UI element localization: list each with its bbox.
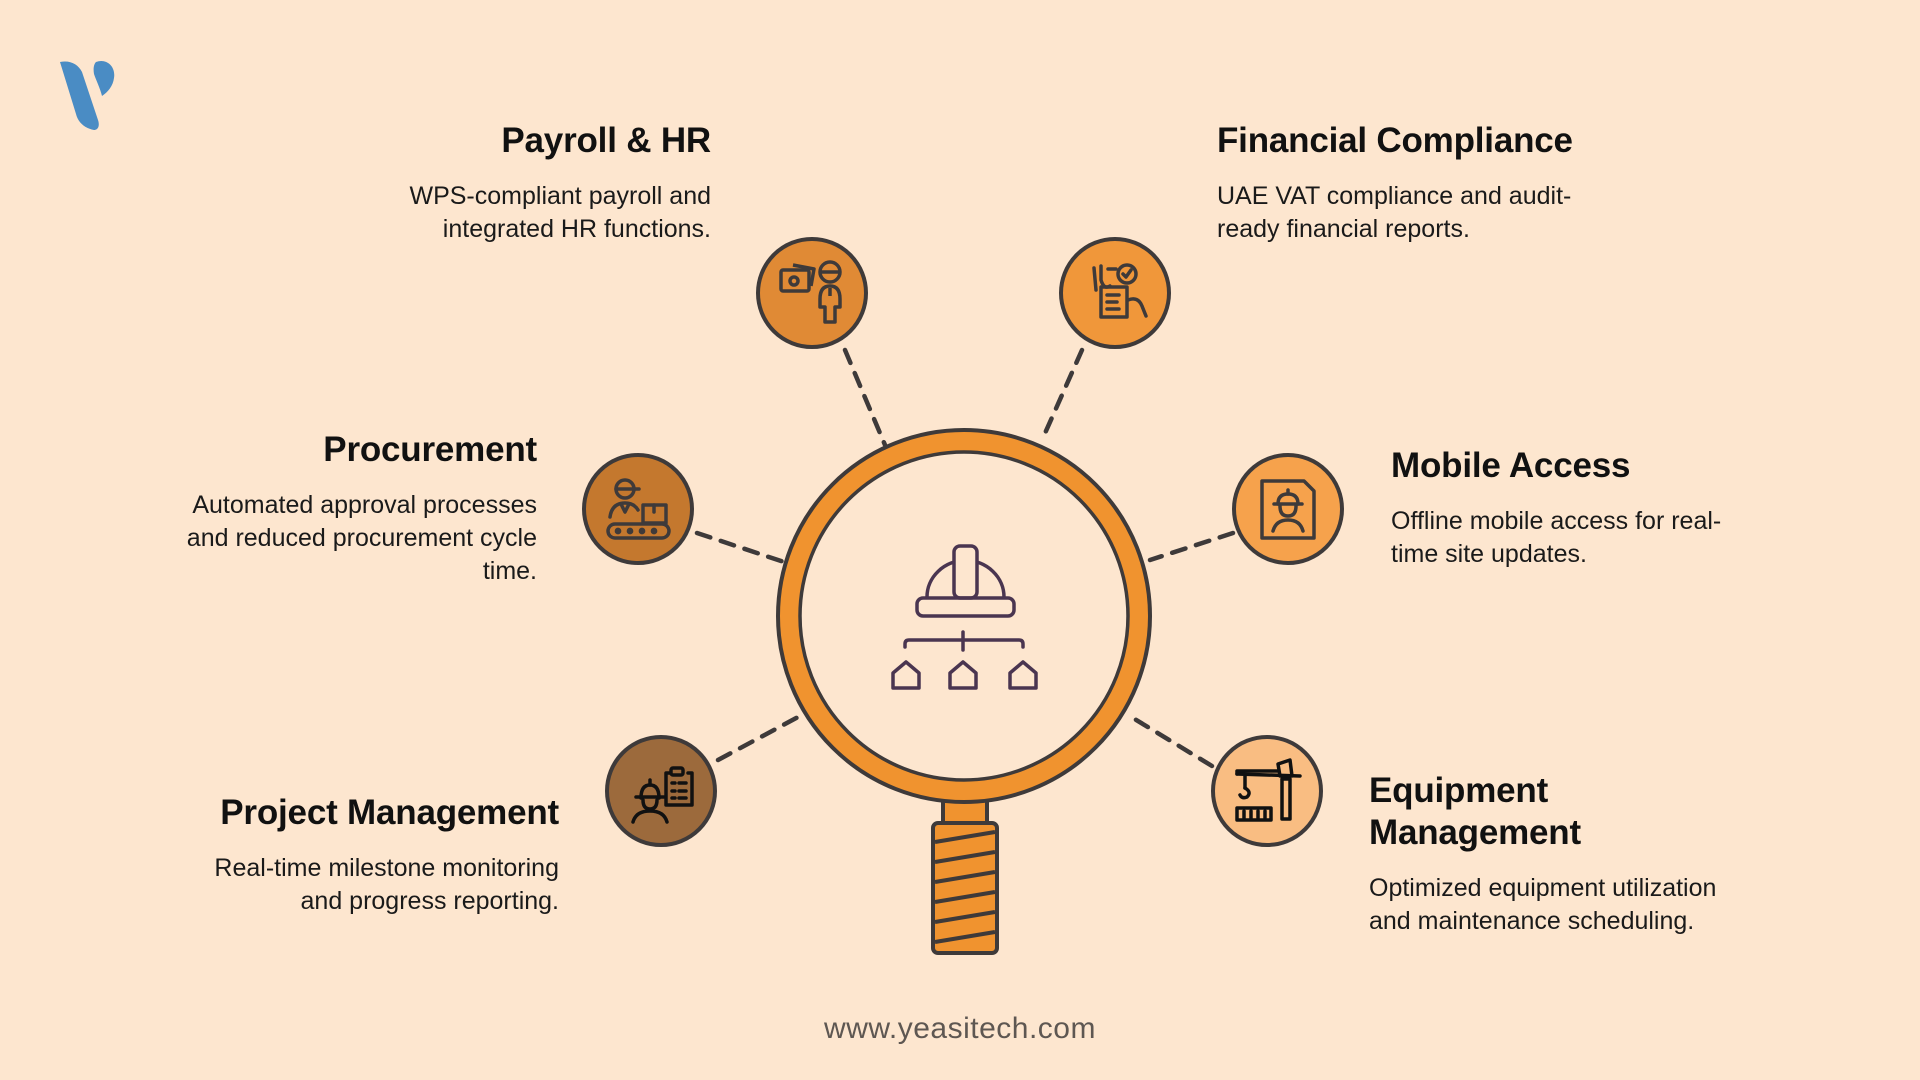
document-checklist-hands-icon <box>1092 263 1148 319</box>
feature-equipment-management: Equipment Management Optimized equipment… <box>1369 770 1829 938</box>
feature-title: Equipment Management <box>1369 771 1581 852</box>
connector-lines <box>694 347 1236 769</box>
connector-mobile <box>1147 530 1236 563</box>
financial-compliance-icon-circle <box>1059 237 1171 349</box>
procurement-icon-circle <box>582 453 694 565</box>
feature-project-management: Project Management Real-time milestone m… <box>99 792 559 918</box>
feature-description: WPS-compliant payroll and integrated HR … <box>409 182 711 243</box>
feature-description: UAE VAT compliance and audit- ready fina… <box>1217 182 1572 243</box>
worker-conveyor-box-icon <box>606 478 671 540</box>
worker-id-card-icon <box>1260 479 1316 540</box>
connector-financial <box>1039 347 1085 443</box>
feature-description: Automated approval processes and reduced… <box>186 491 537 585</box>
magnifier-handle <box>931 794 999 955</box>
feature-title: Payroll & HR <box>501 121 711 160</box>
crane-container-icon <box>1235 758 1302 822</box>
feature-description: Optimized equipment utilization and main… <box>1369 874 1717 935</box>
feature-mobile-access: Mobile Access Offline mobile access for … <box>1391 445 1851 571</box>
connector-payroll <box>842 347 888 448</box>
project-management-icon-circle <box>605 735 717 847</box>
mobile-access-icon-circle <box>1232 453 1344 565</box>
feature-title: Mobile Access <box>1391 446 1631 485</box>
feature-financial-compliance: Financial Compliance UAE VAT compliance … <box>1217 120 1677 246</box>
payroll-hr-icon-circle <box>756 237 868 349</box>
feature-description: Real-time milestone monitoring and progr… <box>214 854 559 915</box>
feature-title: Financial Compliance <box>1217 121 1573 160</box>
feature-payroll-hr: Payroll & HR WPS-compliant payroll and i… <box>251 120 711 246</box>
feature-title: Project Management <box>220 793 559 832</box>
worker-clipboard-icon <box>631 766 694 824</box>
footer-url[interactable]: www.yeasitech.com <box>824 1012 1096 1045</box>
connector-equipment <box>1130 715 1215 769</box>
money-and-employee-icon <box>779 260 842 324</box>
feature-description: Offline mobile access for real- time sit… <box>1391 507 1722 568</box>
equipment-management-icon-circle <box>1211 735 1323 847</box>
feature-title: Procurement <box>323 430 537 469</box>
yeasitech-logo-icon <box>60 60 115 130</box>
connector-procurement <box>694 530 790 566</box>
connector-project <box>715 713 803 763</box>
hard-hat-org-chart-icon <box>891 544 1038 690</box>
feature-procurement: Procurement Automated approval processes… <box>77 429 537 588</box>
